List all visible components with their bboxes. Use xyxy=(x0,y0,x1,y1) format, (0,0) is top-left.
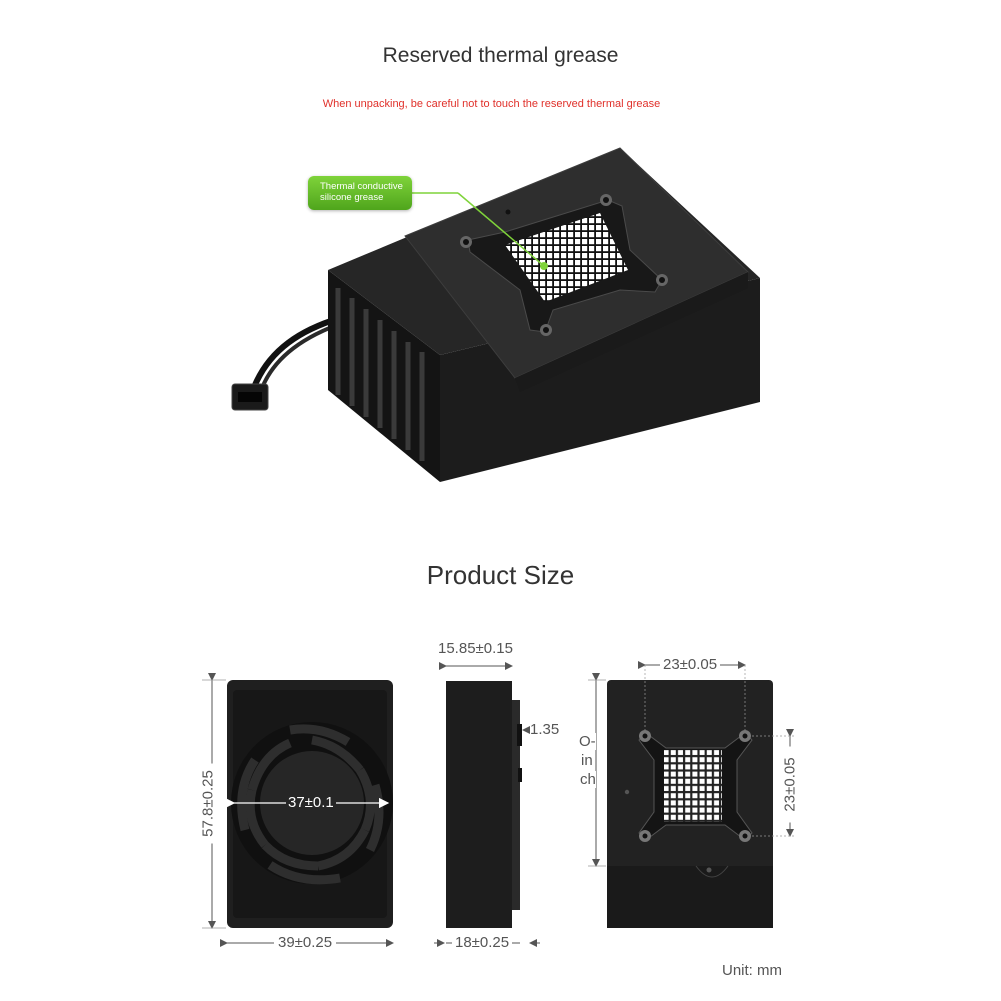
side-bottom-thickness-dimension: 18±0.25 xyxy=(452,934,513,951)
fan-diameter-dimension: 37±0.1 xyxy=(286,794,336,811)
callout-line-2: silicone grease xyxy=(320,192,384,203)
back-note-line-1: O- xyxy=(579,733,596,750)
unit-label: Unit: mm xyxy=(722,962,782,979)
back-note-line-2: in xyxy=(581,752,593,769)
section-title-thermal-grease: Reserved thermal grease xyxy=(382,44,619,67)
back-hole-vertical-dimension: 23±0.05 xyxy=(781,746,799,823)
front-width-dimension: 39±0.25 xyxy=(274,934,337,951)
thermal-grease-callout: Thermal conductive silicone grease xyxy=(308,176,412,210)
back-hole-horizontal-dimension: 23±0.05 xyxy=(660,656,721,673)
side-top-thickness-dimension: 15.85±0.15 xyxy=(438,640,513,657)
back-note-line-3: ch xyxy=(580,771,596,788)
front-height-dimension: 57.8±0.25 xyxy=(199,763,217,844)
front-view-drawing xyxy=(202,673,394,947)
side-view-drawing xyxy=(434,662,540,947)
heatsink-photo xyxy=(231,147,760,482)
back-view-drawing xyxy=(588,661,796,928)
callout-line-1: Thermal conductive xyxy=(320,181,403,192)
unpacking-warning: When unpacking, be careful not to touch … xyxy=(322,98,661,110)
side-step-dimension: 1.35 xyxy=(530,721,560,738)
section-title-product-size: Product Size xyxy=(426,560,575,590)
